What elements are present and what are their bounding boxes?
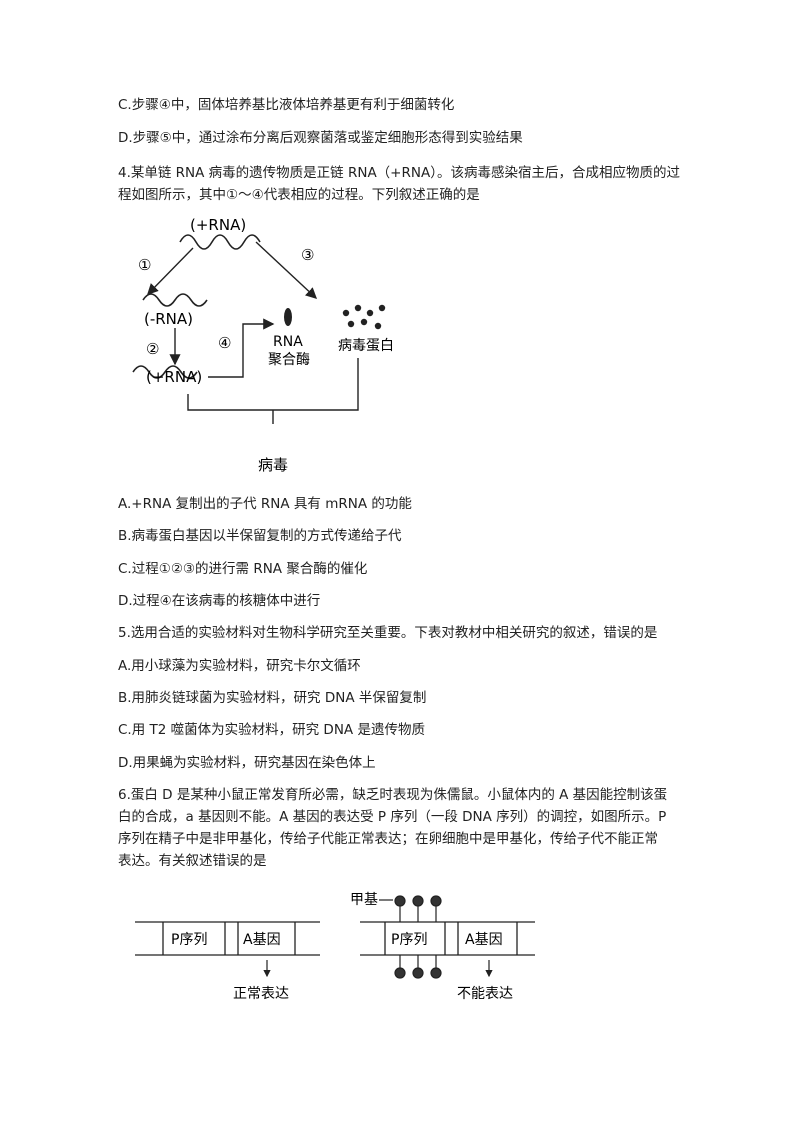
plus-rna-top-label: (+RNA) <box>190 216 246 234</box>
q4-option-d: D.过程④在该病毒的核糖体中进行 <box>118 593 321 609</box>
q3-option-d: D.步骤⑤中，通过涂布分离后观察菌落或鉴定细胞形态得到实验结果 <box>118 130 523 146</box>
step3-label: ③ <box>301 246 314 264</box>
q5-option-d: D.用果蝇为实验材料，研究基因在染色体上 <box>118 755 376 771</box>
viral-protein-dots <box>342 304 386 330</box>
q5-stem: 5.选用合适的实验材料对生物科学研究至关重要。下表对教材中相关研究的叙述，错误的… <box>118 625 658 641</box>
q6-stem-line1: 6.蛋白 D 是某种小鼠正常发育所必需，缺乏时表现为侏儒鼠。小鼠体内的 A 基因… <box>118 787 668 803</box>
minus-rna-wave <box>142 293 208 307</box>
q3-option-c: C.步骤④中，固体培养基比液体培养基更有利于细菌转化 <box>118 97 455 113</box>
viral-protein-label: 病毒蛋白 <box>338 338 394 354</box>
methylation-figure: P序列 A基因 正常表达 P序列 A基因 甲基 不能表达 <box>135 891 535 1002</box>
p-seq-label-right: P序列 <box>391 932 427 948</box>
q4-option-b: B.病毒蛋白基因以半保留复制的方式传递给子代 <box>118 528 402 544</box>
a-gene-label-left: A基因 <box>243 931 281 948</box>
methyl-groups <box>379 895 442 979</box>
polymerase-label: 聚合酶 <box>268 352 310 368</box>
q6-stem-line4: 表达。有关叙述错误的是 <box>118 853 267 869</box>
plus-rna-bottom-wave <box>132 365 198 379</box>
step1-label: ① <box>138 256 151 274</box>
q4-stem-line2: 程如图所示，其中①～④代表相应的过程。下列叙述正确的是 <box>118 187 480 203</box>
plus-rna-bottom-label: (+RNA) <box>146 368 202 386</box>
q5-option-c: C.用 T2 噬菌体为实验材料，研究 DNA 是遗传物质 <box>118 722 425 738</box>
methyl-label: 甲基 <box>350 891 378 908</box>
normal-expression-label: 正常表达 <box>233 986 289 1002</box>
virus-replication-figure: (+RNA) ① ③ (-RNA) ② (+RNA) ④ RNA 聚合酶 病毒蛋… <box>132 216 394 474</box>
p-seq-label-left: P序列 <box>171 932 207 948</box>
q4-stem-line1: 4.某单链 RNA 病毒的遗传物质是正链 RNA（+RNA）。该病毒感染宿主后，… <box>118 165 680 181</box>
q5-option-a: A.用小球藻为实验材料，研究卡尔文循环 <box>118 658 361 674</box>
plus-rna-top-wave <box>179 234 261 250</box>
polymerase-shape <box>284 308 292 326</box>
q4-option-c: C.过程①②③的进行需 RNA 聚合酶的催化 <box>118 561 368 577</box>
q5-option-b: B.用肺炎链球菌为实验材料，研究 DNA 半保留复制 <box>118 690 427 706</box>
q4-option-a: A.+RNA 复制出的子代 RNA 具有 mRNA 的功能 <box>118 496 412 512</box>
step4-label: ④ <box>218 334 231 352</box>
minus-rna-label: (-RNA) <box>144 310 193 328</box>
q6-stem-line3: 序列在精子中是非甲基化，传给子代能正常表达；在卵细胞中是甲基化，传给子代不能正常 <box>118 831 658 847</box>
dna-unmethylated <box>135 921 320 956</box>
rna-label: RNA <box>273 334 303 350</box>
virus-label: 病毒 <box>258 456 288 474</box>
dna-methylated <box>360 921 535 956</box>
step2-label: ② <box>146 340 159 358</box>
a-gene-label-right: A基因 <box>465 931 503 948</box>
cannot-express-label: 不能表达 <box>457 986 513 1002</box>
q6-stem-line2: 白的合成，a 基因则不能。A 基因的表达受 P 序列（一段 DNA 序列）的调控… <box>118 809 667 825</box>
